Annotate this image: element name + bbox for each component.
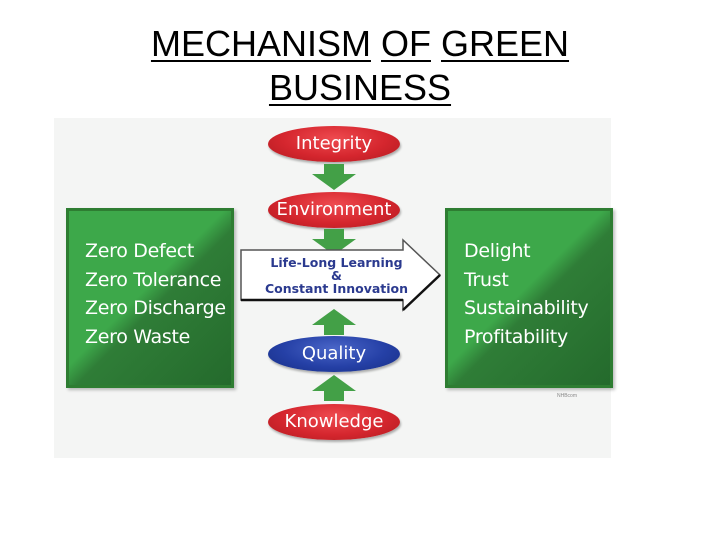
arrow-up-icon <box>312 309 356 335</box>
left-item-zero-waste: Zero Waste <box>85 325 191 348</box>
right-item-delight: Delight <box>464 240 531 262</box>
left-panel-list: Zero Defect Zero Tolerance Zero Discharg… <box>69 211 231 351</box>
left-item-zero-discharge: Zero Discharge <box>85 297 226 319</box>
arrow-up-icon <box>312 375 356 401</box>
image-credit: NHBcom <box>557 393 578 399</box>
slide-title: MECHANISM OF GREEN BUSINESS <box>0 22 720 110</box>
right-item-profitability: Profitability <box>464 325 568 348</box>
title-word-green: GREEN <box>441 23 570 64</box>
left-item-zero-tolerance: Zero Tolerance <box>85 268 222 291</box>
center-text: Life-Long Learning & Constant Innovation <box>254 256 419 295</box>
right-item-trust: Trust <box>464 268 509 291</box>
center-line-ampersand: & <box>331 268 342 283</box>
arrow-right-icon <box>240 238 442 312</box>
title-word-business: BUSINESS <box>268 67 452 108</box>
node-quality: Quality <box>268 336 400 372</box>
arrow-down-icon <box>312 229 356 255</box>
right-item-sustainability: Sustainability <box>464 297 589 319</box>
diagram: Zero Defect Zero Tolerance Zero Discharg… <box>54 118 613 458</box>
node-environment: Environment <box>268 192 400 228</box>
title-word-of: OF <box>380 23 431 64</box>
center-line-learning: Life-Long Learning <box>270 255 403 270</box>
node-knowledge: Knowledge <box>268 404 400 440</box>
left-item-zero-defect: Zero Defect <box>85 240 195 262</box>
right-panel: Delight Trust Sustainability Profitabili… <box>445 208 613 388</box>
arrow-down-icon <box>312 164 356 190</box>
title-word-mechanism: MECHANISM <box>150 23 371 64</box>
node-integrity: Integrity <box>268 126 400 162</box>
center-line-innovation: Constant Innovation <box>264 281 409 296</box>
right-panel-list: Delight Trust Sustainability Profitabili… <box>448 211 610 351</box>
left-panel: Zero Defect Zero Tolerance Zero Discharg… <box>66 208 234 388</box>
